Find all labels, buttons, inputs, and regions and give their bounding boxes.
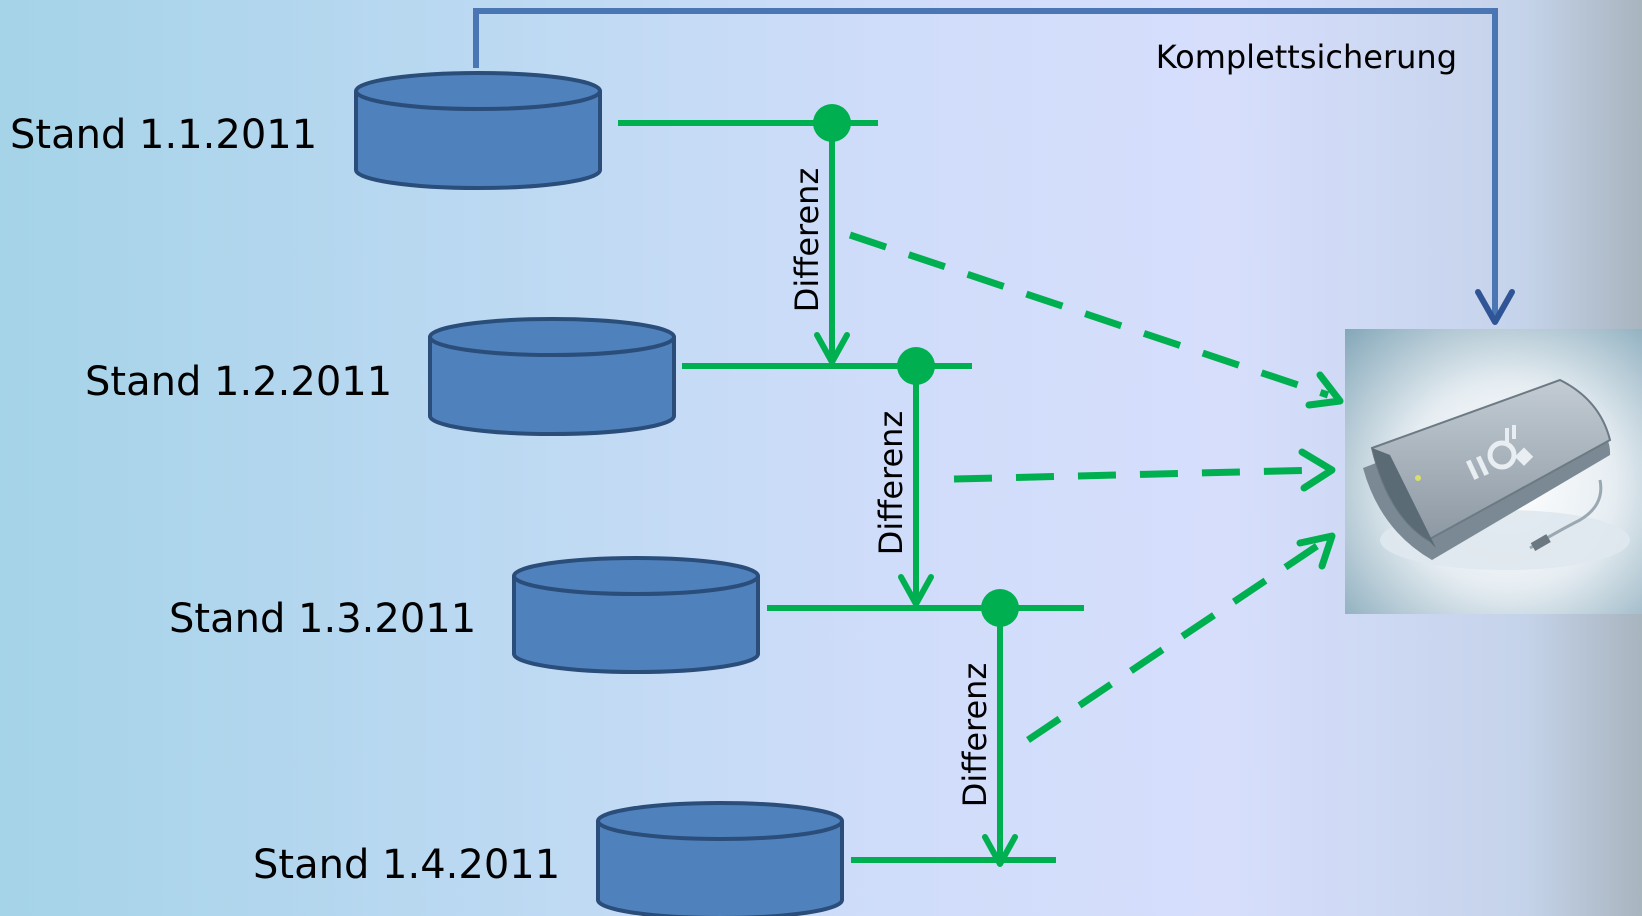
dashed-arrows — [848, 231, 1330, 743]
dashed-arrow-2-head — [1298, 448, 1336, 492]
disk-stand-3 — [512, 556, 760, 674]
junction-dot-1 — [813, 104, 851, 142]
disk-stand-2 — [428, 317, 676, 436]
diff-label-2: Differenz — [872, 411, 910, 555]
diff-arrows — [814, 120, 1018, 867]
dashed-arrow-3-head — [1296, 532, 1336, 570]
junction-dot-3 — [981, 589, 1019, 627]
backup-device-image — [1345, 329, 1642, 614]
dashed-arrow-1-head — [1305, 371, 1344, 409]
dashed-arrow-3-shaft — [1026, 541, 1322, 743]
full-backup-arrowhead — [1475, 289, 1515, 325]
diff-arrow-1-head — [814, 332, 850, 365]
diff-arrow-2-head — [898, 574, 934, 607]
stand-label-3: Stand 1.3.2011 — [169, 596, 476, 642]
diff-label-3: Differenz — [956, 663, 994, 807]
dashed-arrow-1-shaft — [848, 231, 1330, 399]
disk-stand-4 — [596, 801, 844, 916]
dashed-arrow-2-shaft — [953, 466, 1321, 483]
diff-arrow-3-head — [982, 834, 1018, 867]
diff-label-1: Differenz — [788, 168, 826, 312]
full-backup-connector — [473, 8, 1515, 325]
dashed-arrowheads — [1296, 371, 1344, 570]
stand-label-1: Stand 1.1.2011 — [10, 112, 317, 158]
full-backup-line — [473, 8, 1498, 318]
stand-label-2: Stand 1.2.2011 — [85, 359, 392, 405]
disk-stand-1 — [354, 71, 602, 190]
junction-dot-2 — [897, 347, 935, 385]
stand-label-4: Stand 1.4.2011 — [253, 842, 560, 888]
full-backup-label: Komplettsicherung — [1156, 38, 1457, 76]
junction-dots — [813, 104, 1019, 627]
